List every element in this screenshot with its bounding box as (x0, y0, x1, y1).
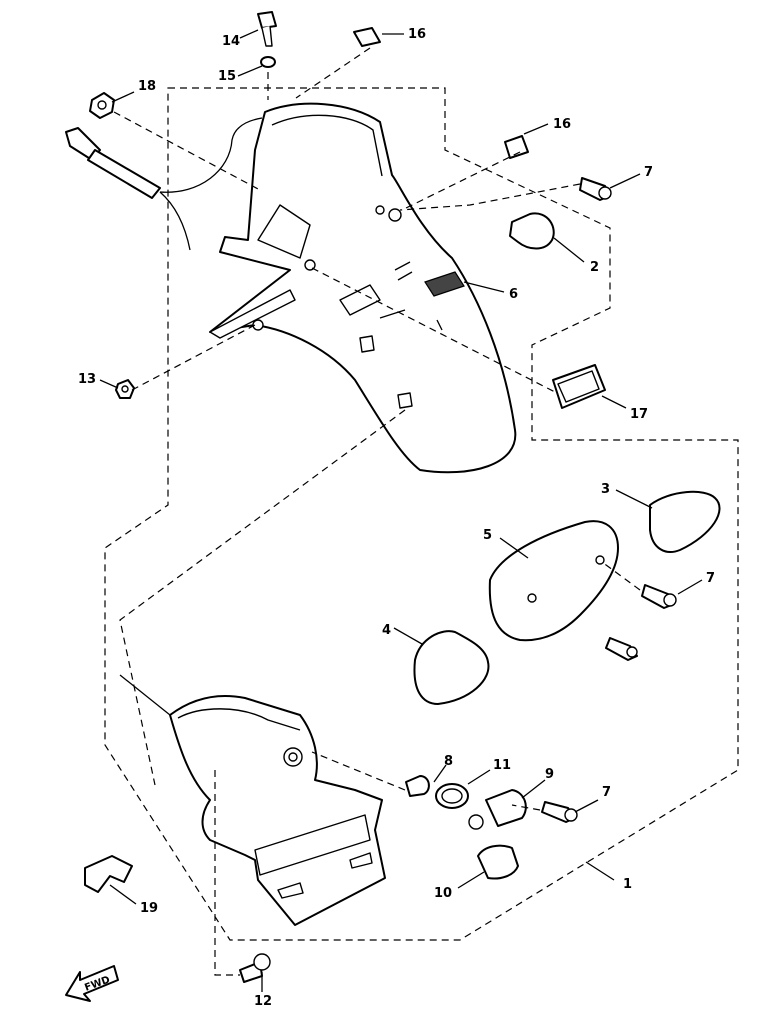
wire-harness (65, 117, 263, 251)
nut-18 (89, 92, 115, 119)
callout-10: 10 (434, 886, 452, 901)
callout-numbers: 14 15 16 18 16 7 2 6 13 17 3 5 7 4 8 11 … (78, 27, 715, 1009)
clip-16-right (504, 135, 529, 159)
callout-5: 5 (483, 528, 492, 543)
lens-10 (477, 844, 519, 880)
callout-13: 13 (78, 372, 96, 387)
callout-8: 8 (444, 754, 453, 769)
screw-7-top (579, 177, 612, 201)
callout-7-mid: 7 (706, 571, 715, 586)
gasket-11 (435, 783, 469, 809)
callout-16-top: 16 (408, 27, 426, 42)
callout-7-top: 7 (644, 165, 653, 180)
screw-loose (605, 637, 638, 661)
callout-3: 3 (601, 482, 610, 497)
clip-19 (84, 855, 133, 893)
callout-14: 14 (222, 34, 240, 49)
callout-11: 11 (493, 758, 511, 773)
lens-3 (649, 490, 721, 553)
guide-lines (113, 47, 641, 976)
callout-16-right: 16 (553, 117, 571, 132)
lamp-socket-9 (468, 789, 527, 830)
bulb-8 (405, 775, 430, 797)
callout-12: 12 (254, 994, 272, 1009)
assembly-boundary-dashed (104, 87, 739, 941)
callout-18: 18 (138, 79, 156, 94)
reflector-pad-6 (424, 271, 465, 297)
front-arrow-icon: FWD (65, 965, 119, 1002)
screw-7-low (541, 801, 578, 823)
callout-2: 2 (590, 260, 599, 275)
callout-7-low: 7 (602, 785, 611, 800)
callout-1: 1 (623, 877, 632, 892)
clip-16-top (353, 27, 381, 47)
callout-19: 19 (140, 901, 158, 916)
callout-4: 4 (382, 623, 391, 638)
screw-7-mid (641, 584, 677, 609)
callout-15: 15 (218, 69, 236, 84)
reflector-17 (552, 364, 606, 409)
license-bracket-lower (119, 674, 386, 926)
tail-light-housing-5 (488, 520, 619, 642)
bolt-14 (257, 11, 277, 47)
nut-13 (115, 379, 135, 399)
bolt-12 (239, 953, 271, 983)
callout-9: 9 (545, 767, 554, 782)
leader-lines (99, 29, 703, 992)
bulb-2 (509, 212, 555, 250)
washer-15 (260, 56, 276, 68)
lens-4 (413, 630, 490, 705)
callout-17: 17 (630, 407, 648, 422)
rear-fender-upper (209, 102, 517, 474)
callout-6: 6 (509, 287, 518, 302)
